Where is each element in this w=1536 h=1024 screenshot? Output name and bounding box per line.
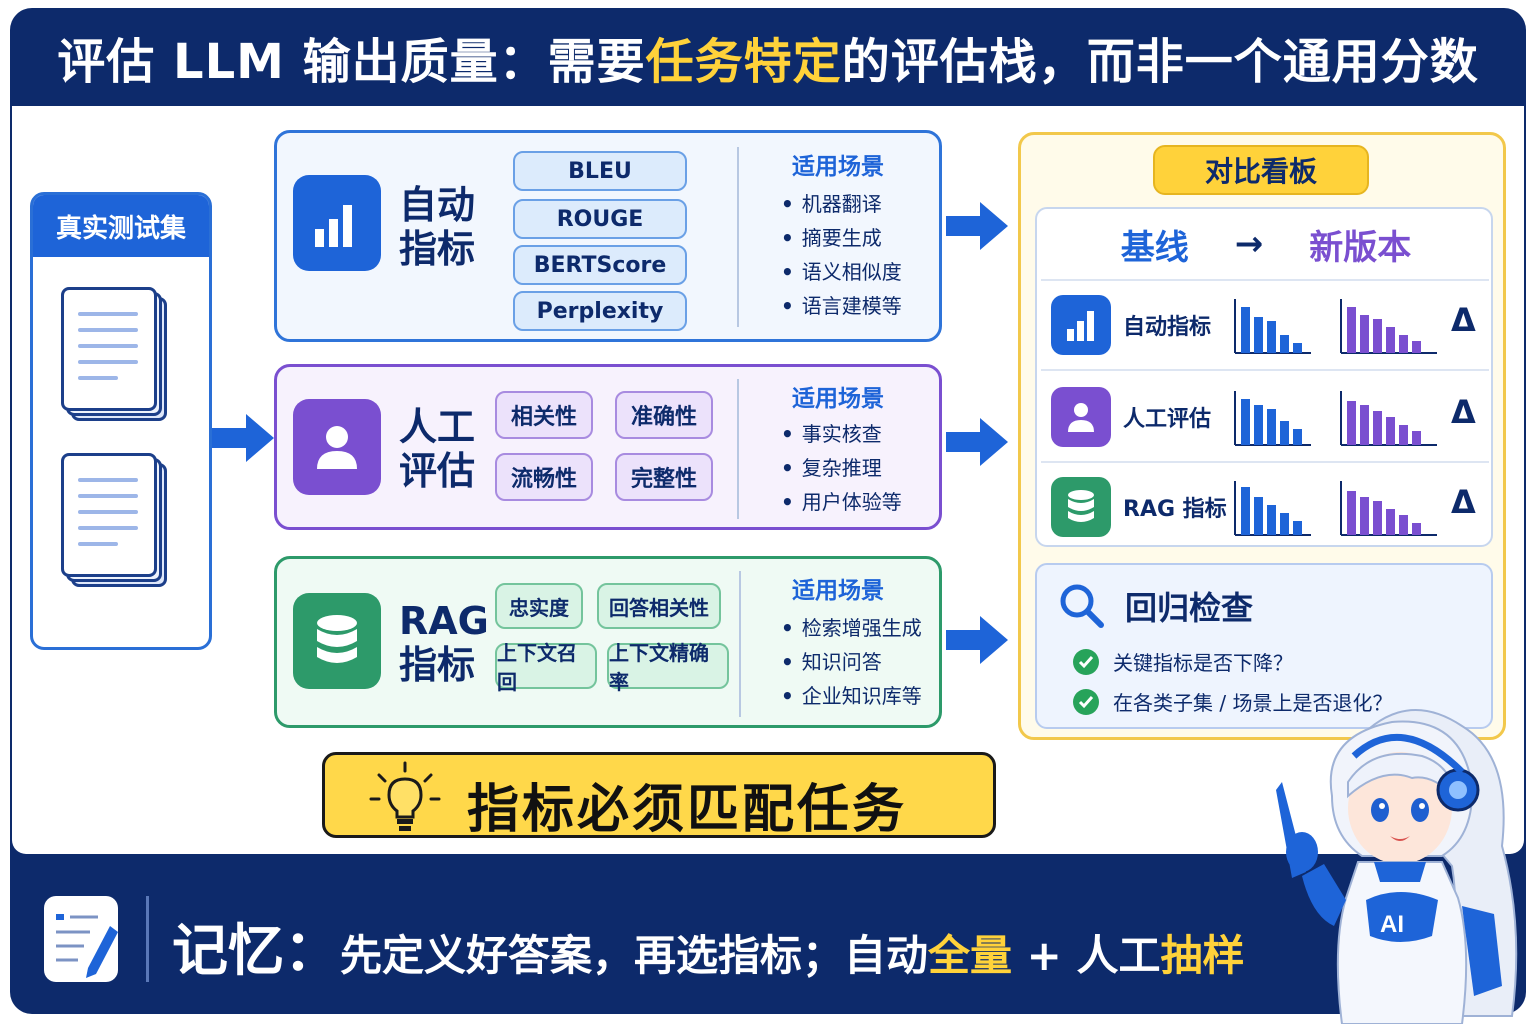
check-icon xyxy=(1073,648,1099,675)
list-item: 用户体验等 xyxy=(781,485,902,519)
comparison-header: 基线 → 新版本 xyxy=(1037,209,1495,279)
delta-label: Δ xyxy=(1451,301,1476,339)
auto-metrics-card: 自动指标 BLEU ROUGE BERTScore Perplexity 适用场… xyxy=(274,130,942,342)
baseline-bars xyxy=(1234,481,1311,536)
regression-item: 关键指标是否下降？ xyxy=(1073,647,1293,676)
row-label: 自动指标 xyxy=(1123,315,1212,340)
divider xyxy=(1041,461,1489,463)
row-label: RAG 指标 xyxy=(1123,497,1227,522)
database-icon xyxy=(293,593,381,689)
new-version-bars xyxy=(1340,391,1437,446)
delta-label: Δ xyxy=(1451,393,1476,431)
document-icon xyxy=(61,453,167,587)
lightbulb-icon xyxy=(369,761,441,831)
regression-title: 回归检查 xyxy=(1125,589,1254,627)
divider xyxy=(737,379,739,519)
banner-text: 指标必须匹配任务 xyxy=(467,780,908,840)
document-icon xyxy=(61,287,167,421)
title-part-b: 的评估栈，而非一个通用分数 xyxy=(841,34,1479,90)
human-eval-card: 人工评估 相关性 准确性 流畅性 完整性 适用场景 事实核查 复杂推理 用户体验… xyxy=(274,364,942,530)
list-item: 检索增强生成 xyxy=(781,611,922,645)
user-icon xyxy=(293,399,381,495)
new-version-bars xyxy=(1340,481,1437,536)
metric-perplexity: Perplexity xyxy=(513,291,687,331)
list-item: 机器翻译 xyxy=(781,187,902,221)
comparison-row-auto: 自动指标 Δ xyxy=(1041,281,1489,367)
divider xyxy=(146,896,149,982)
arrow-right-icon xyxy=(212,414,274,462)
delta-label: Δ xyxy=(1451,483,1476,521)
metric-faithfulness: 忠实度 xyxy=(495,583,583,629)
baseline-bars xyxy=(1234,299,1311,354)
comparison-dashboard: 对比看板 基线 → 新版本 自动指标 Δ 人工评估 Δ RAG 指标 xyxy=(1018,132,1506,740)
user-icon xyxy=(1051,387,1111,447)
comparison-row-rag: RAG 指标 Δ xyxy=(1041,463,1489,549)
list-item: 企业知识库等 xyxy=(781,679,922,713)
arrow-icon: → xyxy=(1234,224,1264,264)
list-item: 事实核查 xyxy=(781,417,902,451)
metric-answer-relevance: 回答相关性 xyxy=(597,583,721,629)
metric-context-recall: 上下文召回 xyxy=(495,641,597,694)
arrow-right-icon xyxy=(946,202,1008,250)
baseline-label: 基线 xyxy=(1120,227,1189,268)
check-icon xyxy=(1073,688,1099,715)
regression-check-panel: 回归检查 关键指标是否下降？ 在各类子集 / 场景上是否退化？ xyxy=(1035,563,1493,729)
arrow-right-icon xyxy=(946,418,1008,466)
header: 评估 LLM 输出质量：需要任务特定的评估栈，而非一个通用分数 xyxy=(10,8,1526,106)
title-highlight: 任务特定 xyxy=(645,34,842,90)
scenario-list: 事实核查 复杂推理 用户体验等 xyxy=(781,417,902,519)
notepad-pencil-icon xyxy=(44,896,118,982)
svg-text:AI: AI xyxy=(1380,911,1404,938)
dashboard-title: 对比看板 xyxy=(1153,145,1369,195)
ai-mascot-illustration: AI xyxy=(1276,709,1518,1024)
list-item: 摘要生成 xyxy=(781,221,902,255)
title-part-a: 评估 LLM 输出质量：需要 xyxy=(57,34,646,90)
database-icon xyxy=(1051,477,1111,537)
divider xyxy=(737,147,739,327)
scenario-list: 机器翻译 摘要生成 语义相似度 语言建模等 xyxy=(781,187,902,323)
list-item: 语义相似度 xyxy=(781,255,902,289)
list-item: 语言建模等 xyxy=(781,289,902,323)
baseline-bars xyxy=(1234,391,1311,446)
metric-fluency: 流畅性 xyxy=(495,453,593,501)
scenario-list: 检索增强生成 知识问答 企业知识库等 xyxy=(781,611,922,713)
metric-accuracy: 准确性 xyxy=(615,391,713,439)
test-set-panel: 真实测试集 xyxy=(30,192,212,650)
human-eval-title: 人工评估 xyxy=(399,405,476,493)
bar-chart-icon xyxy=(1051,295,1111,355)
metric-completeness: 完整性 xyxy=(615,453,713,501)
scenario-title: 适用场景 xyxy=(792,578,884,604)
scenario-title: 适用场景 xyxy=(792,386,884,412)
divider xyxy=(1041,279,1489,281)
list-item: 复杂推理 xyxy=(781,451,902,485)
metric-bertscore: BERTScore xyxy=(513,245,687,285)
new-version-bars xyxy=(1340,299,1437,354)
list-item: 知识问答 xyxy=(781,645,922,679)
test-set-title: 真实测试集 xyxy=(33,195,209,257)
page-title: 评估 LLM 输出质量：需要任务特定的评估栈，而非一个通用分数 xyxy=(57,22,1478,92)
divider xyxy=(739,571,741,717)
scenario-title: 适用场景 xyxy=(792,154,884,180)
new-version-label: 新版本 xyxy=(1309,227,1412,268)
metric-bleu: BLEU xyxy=(513,151,687,191)
arrow-right-icon xyxy=(946,616,1008,664)
metric-relevance: 相关性 xyxy=(495,391,593,439)
regression-item: 在各类子集 / 场景上是否退化？ xyxy=(1073,687,1392,716)
comparison-panel: 基线 → 新版本 自动指标 Δ 人工评估 Δ RAG 指标 Δ xyxy=(1035,207,1493,547)
comparison-row-human: 人工评估 Δ xyxy=(1041,373,1489,459)
metric-context-precision: 上下文精确率 xyxy=(607,641,729,694)
bar-chart-icon xyxy=(293,175,381,271)
search-icon xyxy=(1060,584,1104,628)
divider xyxy=(1041,369,1489,371)
row-label: 人工评估 xyxy=(1123,407,1212,432)
auto-metrics-title: 自动指标 xyxy=(399,183,476,271)
metric-rouge: ROUGE xyxy=(513,199,687,239)
key-message-banner: 指标必须匹配任务 xyxy=(322,752,996,840)
footer-summary: 记忆：先定义好答案，再选指标；自动全量 + 人工抽样 xyxy=(172,919,1245,984)
